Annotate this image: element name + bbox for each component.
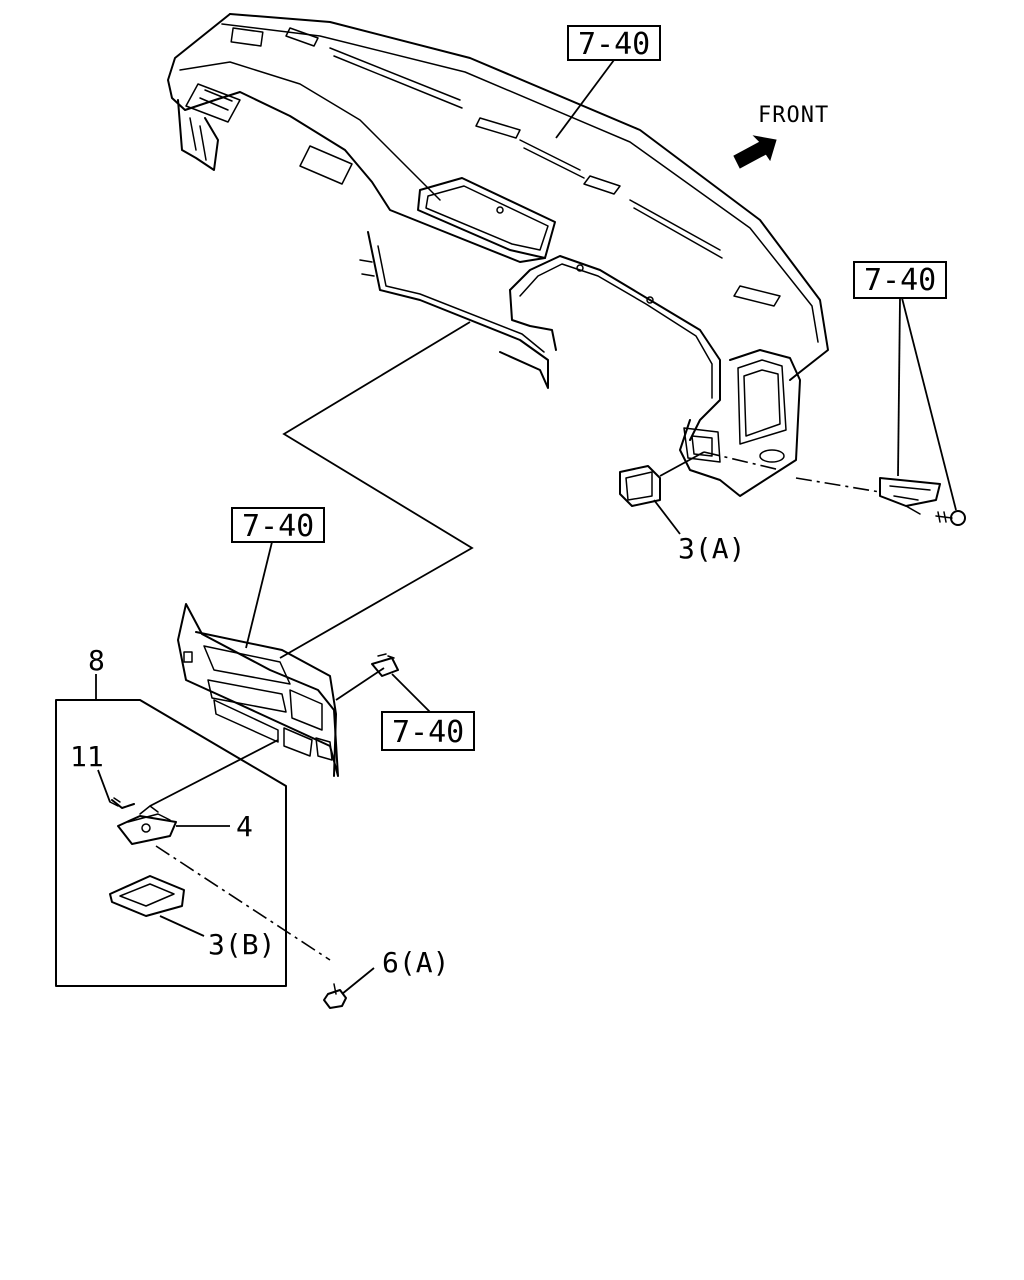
svg-text:7-40: 7-40 [392, 715, 464, 750]
screw-icon [935, 510, 966, 526]
callout-8: 8 [88, 644, 105, 677]
svg-text:7-40: 7-40 [242, 509, 314, 544]
part-3b-tray [109, 875, 185, 917]
part-3a-bracket [619, 465, 661, 507]
ref-box-right[interactable]: 7-40 [853, 261, 947, 299]
center-cluster-panel [177, 603, 339, 777]
callout-11: 11 [70, 740, 104, 773]
callout-3b: 3(B) [208, 928, 275, 961]
instrument-panel [167, 13, 829, 497]
ref-box-top[interactable]: 7-40 [567, 25, 661, 62]
callout-3a: 3(A) [678, 532, 745, 565]
part-4-switch [117, 805, 177, 845]
front-arrow-icon [733, 135, 777, 169]
svg-text:7-40: 7-40 [864, 263, 936, 298]
assembly-8-box [55, 699, 287, 987]
side-trim-piece [879, 477, 941, 507]
callout-4: 4 [236, 810, 253, 843]
ref-box-lower[interactable]: 7-40 [381, 711, 475, 751]
part-11-harness [109, 797, 135, 809]
ref-box-middle[interactable]: 7-40 [231, 507, 325, 544]
fastener-6a-icon [323, 983, 347, 1009]
front-label: FRONT [758, 103, 829, 128]
svg-text:7-40: 7-40 [578, 27, 650, 62]
callout-6a: 6(A) [382, 946, 449, 979]
